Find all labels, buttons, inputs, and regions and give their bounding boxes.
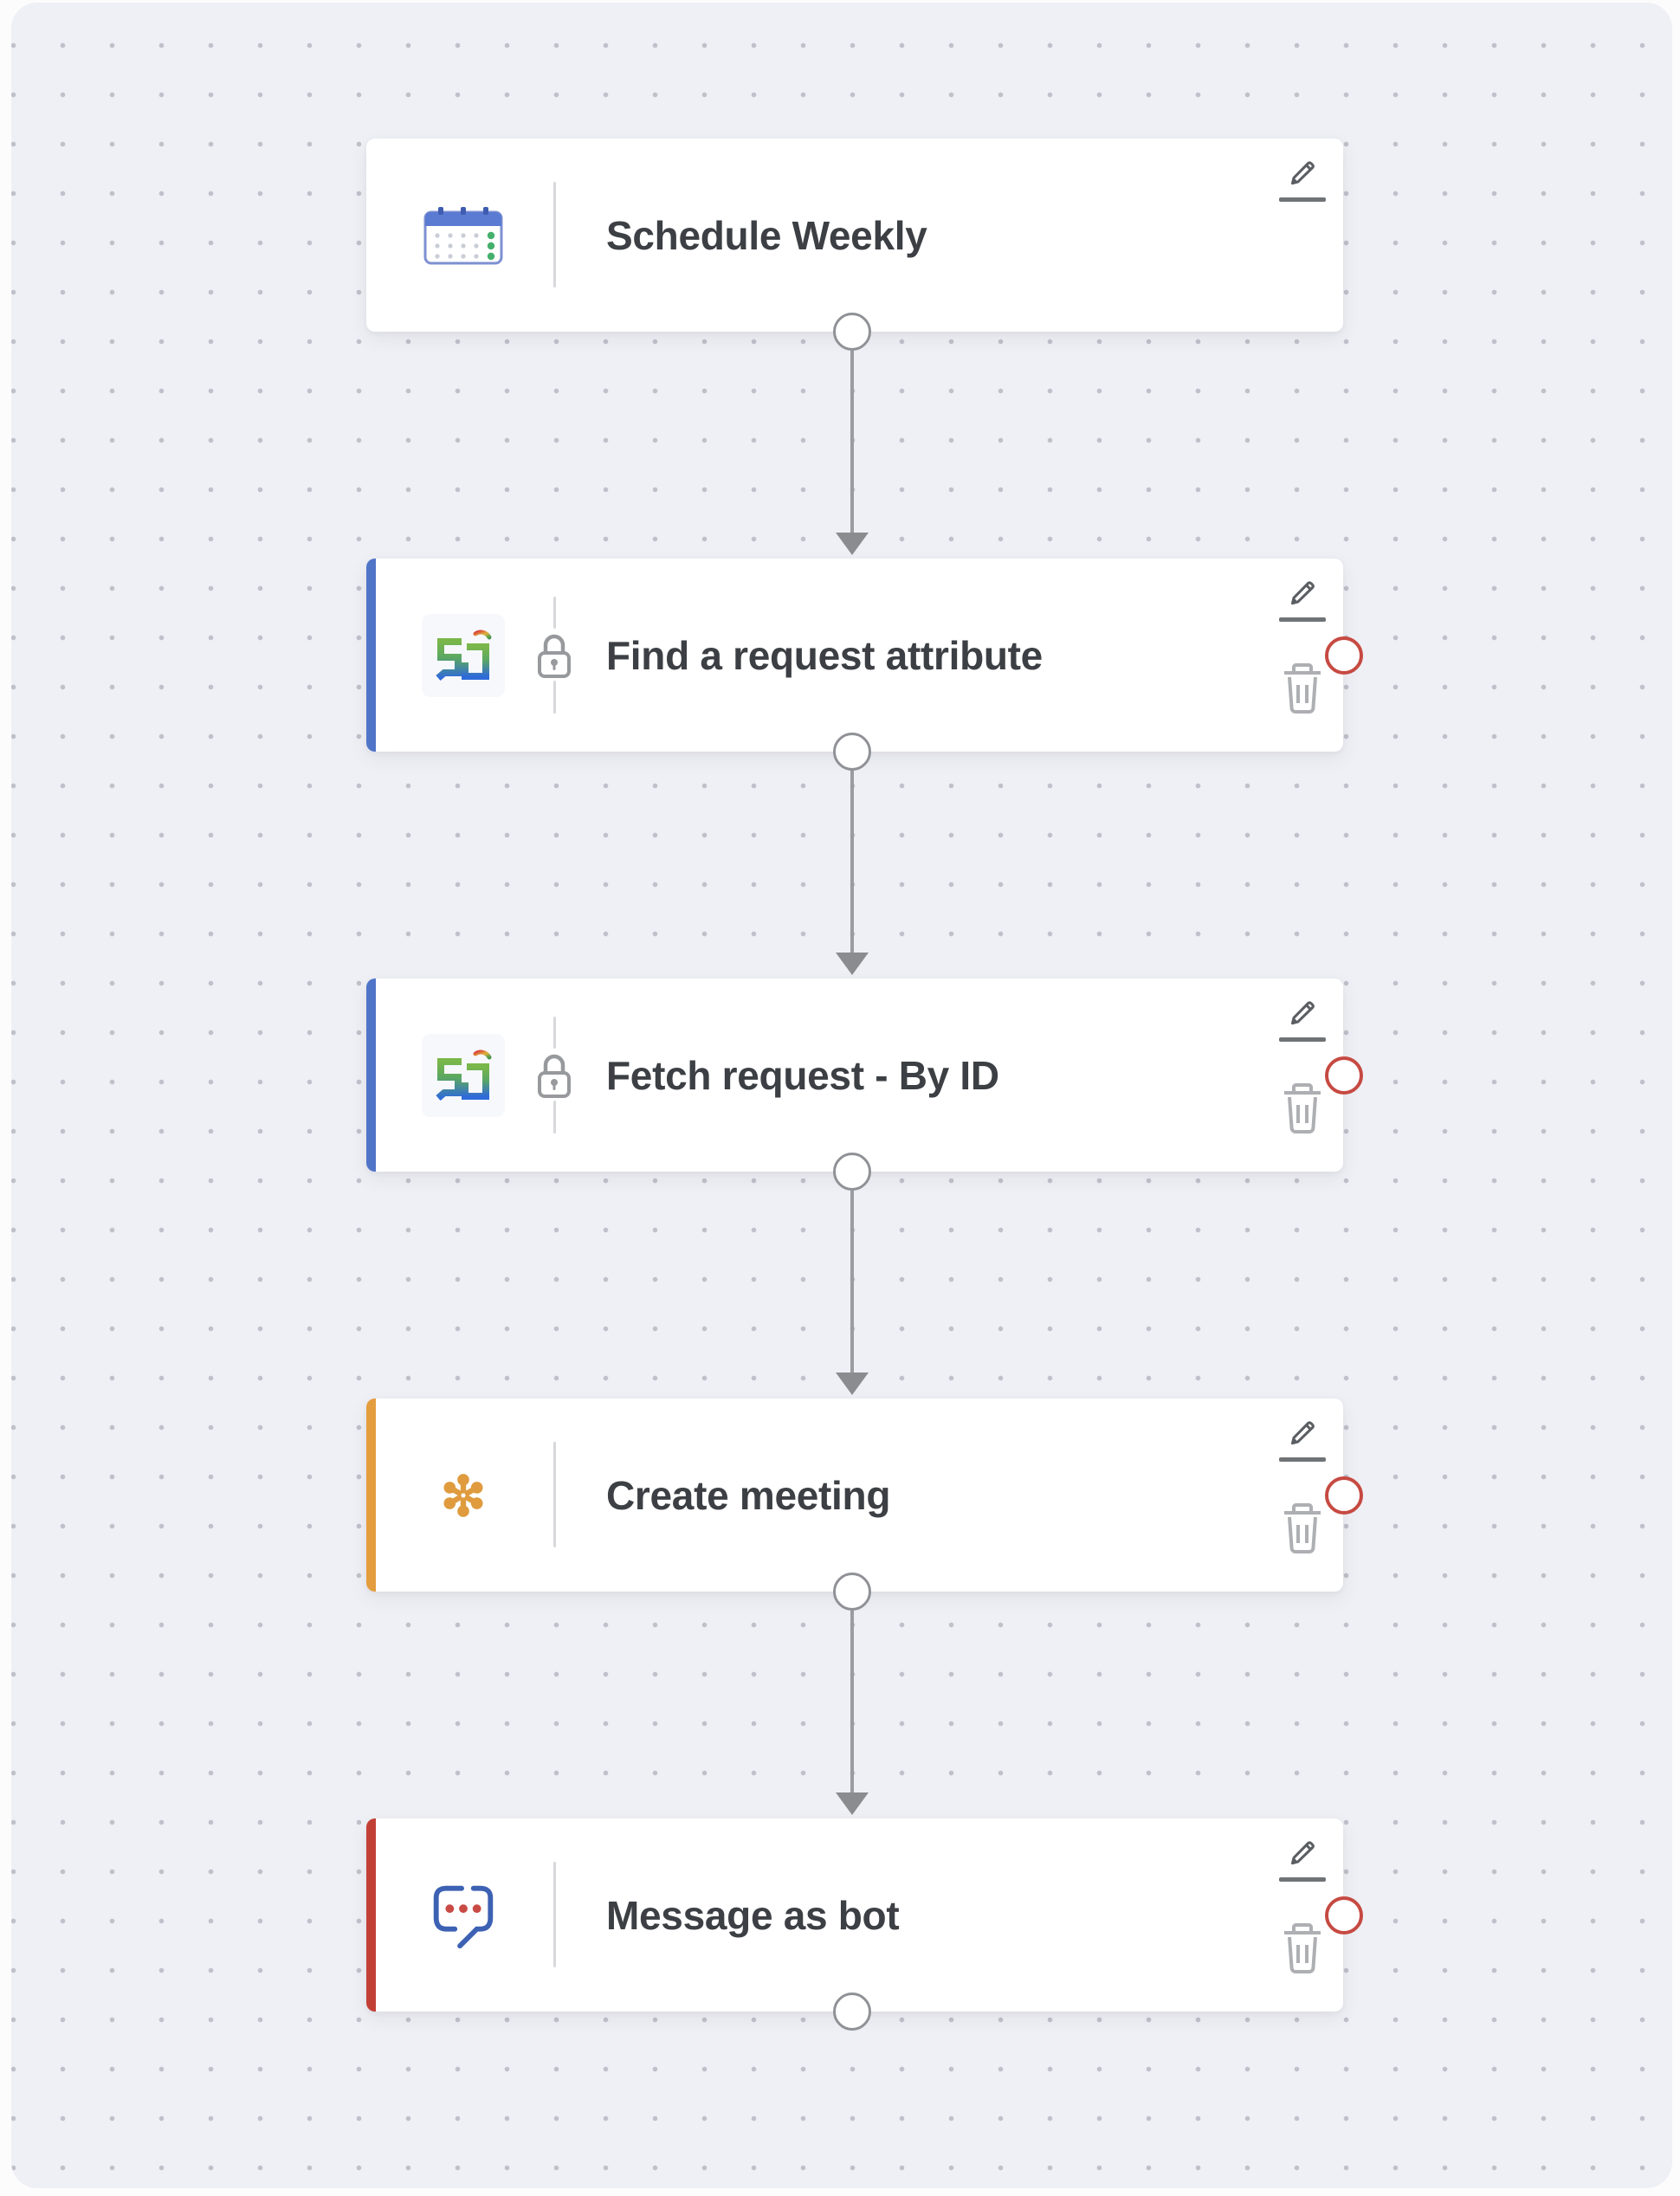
divider [553, 1017, 556, 1049]
error-port[interactable] [1325, 636, 1363, 675]
flower-asterisk-icon [420, 1398, 507, 1592]
connector-arrow [833, 1191, 871, 1397]
connector-line [850, 771, 854, 954]
arrowhead-icon [836, 953, 869, 975]
arrowhead-icon [836, 1792, 869, 1815]
node-title: Create meeting [606, 1472, 891, 1518]
pencil-icon [1283, 1413, 1322, 1456]
edit-button[interactable] [1276, 993, 1328, 1042]
edit-button[interactable] [1276, 153, 1328, 202]
edit-button[interactable] [1276, 573, 1328, 622]
node-create-meeting[interactable]: Create meeting [366, 1398, 1363, 1611]
delete-button[interactable] [1280, 662, 1325, 716]
node-title: Message as bot [606, 1892, 900, 1938]
error-port[interactable] [1325, 1896, 1363, 1934]
connector-line [850, 1191, 854, 1374]
output-port[interactable] [833, 1153, 871, 1191]
chat-bubble-icon [420, 1818, 507, 2012]
pencil-icon [1283, 153, 1322, 196]
servicedeskplus-icon [420, 559, 507, 752]
pencil-icon [1283, 993, 1322, 1036]
node-schedule-weekly[interactable]: Schedule Weekly [366, 139, 1343, 351]
node-find-request-attribute[interactable]: Find a request attribute [366, 559, 1363, 771]
delete-button[interactable] [1280, 1922, 1325, 1976]
edit-button[interactable] [1276, 1413, 1328, 1462]
divider [553, 1862, 556, 1967]
pencil-underline [1279, 617, 1326, 622]
pencil-underline [1279, 1037, 1326, 1042]
node-message-as-bot[interactable]: Message as bot [366, 1818, 1363, 2031]
accent-bar [366, 979, 376, 1172]
pencil-underline [1279, 1877, 1326, 1882]
pencil-underline [1279, 1457, 1326, 1462]
output-port[interactable] [833, 733, 871, 771]
node-title: Fetch request - By ID [606, 1052, 999, 1098]
divider [553, 597, 556, 629]
lock-icon [535, 1051, 573, 1100]
delete-button[interactable] [1280, 1502, 1325, 1556]
node-title: Find a request attribute [606, 632, 1043, 678]
pencil-icon [1283, 1833, 1322, 1876]
node-fetch-request-by-id[interactable]: Fetch request - By ID [366, 979, 1363, 1191]
accent-bar [366, 1398, 376, 1592]
arrowhead-icon [836, 533, 869, 555]
connector-line [850, 1611, 854, 1794]
trash-icon [1281, 1922, 1324, 1977]
servicedeskplus-icon [420, 979, 507, 1172]
lock-icon [535, 631, 573, 680]
connector-arrow [833, 771, 871, 977]
divider [553, 1101, 556, 1134]
pencil-icon [1283, 573, 1322, 616]
accent-bar [366, 1818, 376, 2012]
connector-line [850, 351, 854, 534]
error-port[interactable] [1325, 1056, 1363, 1095]
connector-arrow [833, 1611, 871, 1817]
output-port[interactable] [833, 313, 871, 351]
output-port[interactable] [833, 1993, 871, 2031]
divider [553, 182, 556, 287]
node-title: Schedule Weekly [606, 212, 927, 258]
trash-icon [1281, 1502, 1324, 1557]
delete-button[interactable] [1280, 1082, 1325, 1136]
trash-icon [1281, 1082, 1324, 1137]
connector-arrow [833, 351, 871, 557]
output-port[interactable] [833, 1573, 871, 1611]
divider [553, 681, 556, 714]
edit-button[interactable] [1276, 1833, 1328, 1882]
accent-bar [366, 559, 376, 752]
arrowhead-icon [836, 1372, 869, 1395]
trash-icon [1281, 662, 1324, 717]
pencil-underline [1279, 197, 1326, 202]
divider [553, 1442, 556, 1547]
error-port[interactable] [1325, 1476, 1363, 1515]
calendar-icon [420, 139, 507, 332]
